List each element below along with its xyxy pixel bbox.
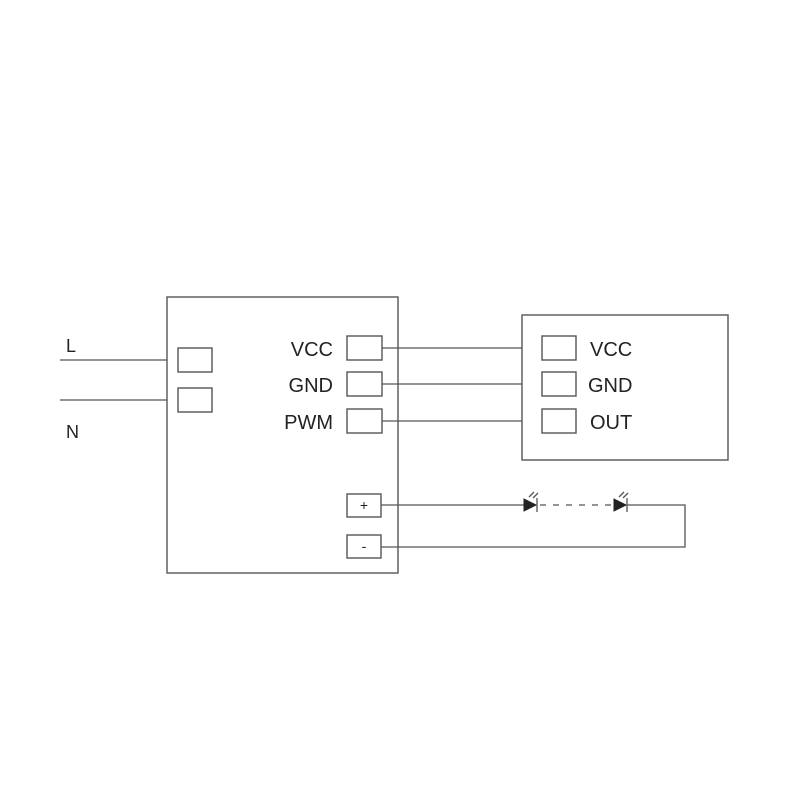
led-return-wire <box>381 504 686 548</box>
led-1-ray-a <box>528 491 535 498</box>
led-1-triangle <box>523 498 538 512</box>
led-2 <box>613 491 629 512</box>
sensor-gnd-label: GND <box>588 375 632 397</box>
driver-plus-label: + <box>360 497 368 513</box>
led-1-ray-b <box>532 492 539 499</box>
driver-mains-terminal-n <box>177 387 213 413</box>
sensor-gnd-terminal <box>541 371 577 397</box>
led-2-ray-b <box>622 492 629 499</box>
sensor-out-terminal <box>541 408 577 434</box>
mains-l-label: L <box>66 336 76 356</box>
driver-vcc-terminal <box>346 335 383 361</box>
driver-minus-label: - <box>362 538 367 554</box>
driver-gnd-terminal <box>346 371 383 397</box>
driver-pwm-label: PWM <box>284 412 333 434</box>
mains-n-label: N <box>66 422 79 442</box>
led-1 <box>523 491 539 512</box>
driver-pwm-terminal <box>346 408 383 434</box>
sensor-vcc-label: VCC <box>590 339 632 361</box>
driver-vcc-label: VCC <box>291 339 333 361</box>
led-2-ray-a <box>618 491 625 498</box>
driver-gnd-label: GND <box>289 375 333 397</box>
led-2-triangle <box>613 498 628 512</box>
sensor-vcc-terminal <box>541 335 577 361</box>
sensor-out-label: OUT <box>590 412 632 434</box>
driver-mains-terminal-l <box>177 347 213 373</box>
